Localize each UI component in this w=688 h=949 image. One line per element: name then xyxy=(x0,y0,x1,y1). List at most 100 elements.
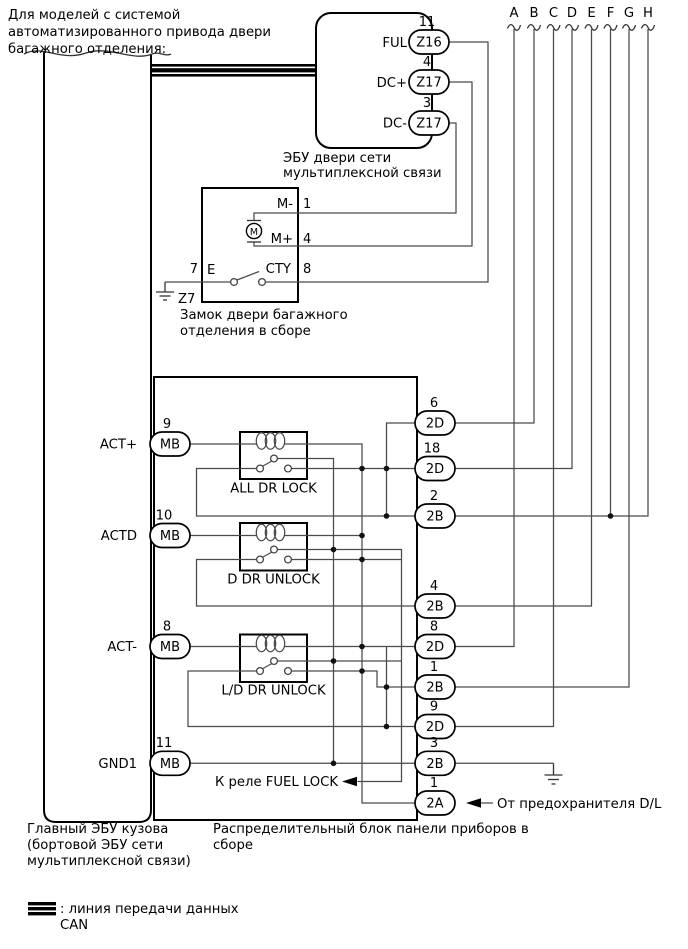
wire-dcminus-to-mminus xyxy=(253,122,457,220)
note-line3: багажного отделения: xyxy=(8,41,166,57)
branch-letter-a: A xyxy=(509,6,518,21)
pin-label-act-plus: ACT+ xyxy=(100,438,137,453)
pin-number-actd: 10 xyxy=(156,509,173,524)
body-ecu-torn-edge xyxy=(23,50,172,57)
pin-number-e: 7 xyxy=(190,262,198,277)
connector-z17b-label: Z17 xyxy=(416,117,441,132)
branch-letter-g: G xyxy=(624,6,634,21)
motor-icon: M xyxy=(245,219,263,243)
pin-label-e: E xyxy=(207,263,215,278)
door-ecu-label-1: ЭБУ двери сети xyxy=(283,151,391,166)
body-ecu-label-1: Главный ЭБУ кузова xyxy=(27,822,168,837)
connector-2d-18 xyxy=(414,455,456,482)
connector-2b4-label: 2B xyxy=(426,600,443,615)
pin-label-gnd1: GND1 xyxy=(98,757,137,772)
legend-can: CAN xyxy=(60,918,88,933)
connector-2d6-label: 2D xyxy=(426,417,444,432)
note-line1: Для моделей с системой xyxy=(8,8,180,23)
pin-number-cty: 8 xyxy=(303,262,311,277)
branch-letter-b: B xyxy=(529,6,538,21)
pin-number-gnd1: 11 xyxy=(156,736,173,751)
branch-line-a xyxy=(455,29,515,648)
pin-number-dcplus: 4 xyxy=(423,55,431,70)
connector-z16-label: Z16 xyxy=(416,36,441,51)
connector-2d-9 xyxy=(414,713,456,740)
branch-letter-d: D xyxy=(567,6,577,21)
relay-ld-dr-unlock-label: L/D DR UNLOCK xyxy=(221,684,326,699)
pin-number-act-plus: 9 xyxy=(163,417,171,432)
connector-mb3-label: MB xyxy=(160,640,180,655)
relay-d-dr-unlock-label: D DR UNLOCK xyxy=(227,573,320,588)
fuse-arrow-icon xyxy=(466,798,493,808)
trunk-lock-switch xyxy=(229,270,267,287)
pin-number-2b4: 4 xyxy=(430,579,438,594)
branch-letter-c: C xyxy=(549,6,558,21)
trunk-lock-box xyxy=(201,187,299,303)
branch-line-h xyxy=(455,29,649,517)
connector-2b3-label: 2B xyxy=(426,757,443,772)
connector-2b-4 xyxy=(414,593,456,619)
branch-line-g xyxy=(455,29,630,688)
connector-pills xyxy=(149,29,456,816)
fuel-lock-arrow-icon xyxy=(342,776,357,787)
relay-ld-dr-unlock-box xyxy=(239,633,308,683)
junction-block-label-1: Распределительный блок панели приборов в xyxy=(213,821,529,837)
connector-mb-gnd1 xyxy=(149,750,191,777)
branch-lines xyxy=(455,29,649,728)
junction-block-label-2: сборе xyxy=(213,837,253,853)
pin-label-dcminus: DC- xyxy=(383,117,407,132)
relay-all-dr-lock-label: ALL DR LOCK xyxy=(230,482,317,497)
ground-symbol-z7 xyxy=(156,282,174,301)
branch-line-d xyxy=(455,29,573,470)
relay-coil-icons xyxy=(255,432,286,653)
connector-2d18-label: 2D xyxy=(426,462,444,477)
pin-number-2d9: 9 xyxy=(430,700,438,715)
relay-switch-icons xyxy=(255,454,293,676)
branch-letter-h: H xyxy=(643,6,653,21)
pin-label-dcplus: DC+ xyxy=(377,76,407,91)
connector-2d9-label: 2D xyxy=(426,720,444,735)
branch-line-e xyxy=(455,29,593,607)
connector-2d-6 xyxy=(414,410,456,436)
connector-mb1-label: MB xyxy=(160,438,180,453)
connector-z16 xyxy=(408,29,450,55)
wire-armature-bus xyxy=(277,457,335,764)
branch-break-symbols xyxy=(506,23,656,31)
can-bus-line xyxy=(152,64,316,77)
connector-2b2-label: 2B xyxy=(426,510,443,525)
branch-line-b xyxy=(455,29,535,424)
connector-2b1-label: 2B xyxy=(426,681,443,696)
body-ecu-label-2: (бортовой ЭБУ сети xyxy=(27,837,163,853)
pin-number-m-minus: 1 xyxy=(303,197,311,212)
connector-mb2-label: MB xyxy=(160,529,180,544)
connector-2b-1 xyxy=(414,674,456,700)
connector-2a-1 xyxy=(414,790,456,816)
pin-number-ful: 11 xyxy=(419,15,436,30)
fuel-lock-annotation: К реле FUEL LOCK xyxy=(215,775,338,790)
ground-symbol-right xyxy=(544,763,563,785)
wire-dcplus-to-mplus xyxy=(253,81,473,247)
wire-power-bus xyxy=(284,443,415,804)
connector-2b-2 xyxy=(414,503,456,529)
wire-ld-left-contact-to-2d9 xyxy=(187,670,415,728)
wire-ful-to-cty xyxy=(265,41,489,283)
pin-number-2b3: 3 xyxy=(430,736,438,751)
connector-z17-dcminus xyxy=(408,110,450,136)
wire-all-left-contact-to-2b2 xyxy=(195,467,415,517)
pin-number-m-plus: 4 xyxy=(303,232,311,247)
connector-mb-actd xyxy=(149,522,191,549)
connector-2b-3 xyxy=(414,750,456,777)
trunk-lock-label-1: Замок двери багажного xyxy=(180,307,348,323)
junction-dots xyxy=(330,465,614,767)
legend-text: : линия передачи данных xyxy=(60,902,239,917)
connector-z17-dcplus xyxy=(408,69,450,95)
pin-number-2d18: 18 xyxy=(424,442,441,457)
pin-label-ful: FUL xyxy=(382,36,407,51)
connector-mb-act-minus xyxy=(149,633,191,660)
wire-d-armature xyxy=(277,548,403,783)
pin-label-m-minus: M- xyxy=(277,197,293,212)
relay-d-dr-unlock-box xyxy=(239,522,308,572)
pin-label-actd: ACTD xyxy=(101,529,137,544)
relay-all-dr-lock-box xyxy=(239,431,308,480)
